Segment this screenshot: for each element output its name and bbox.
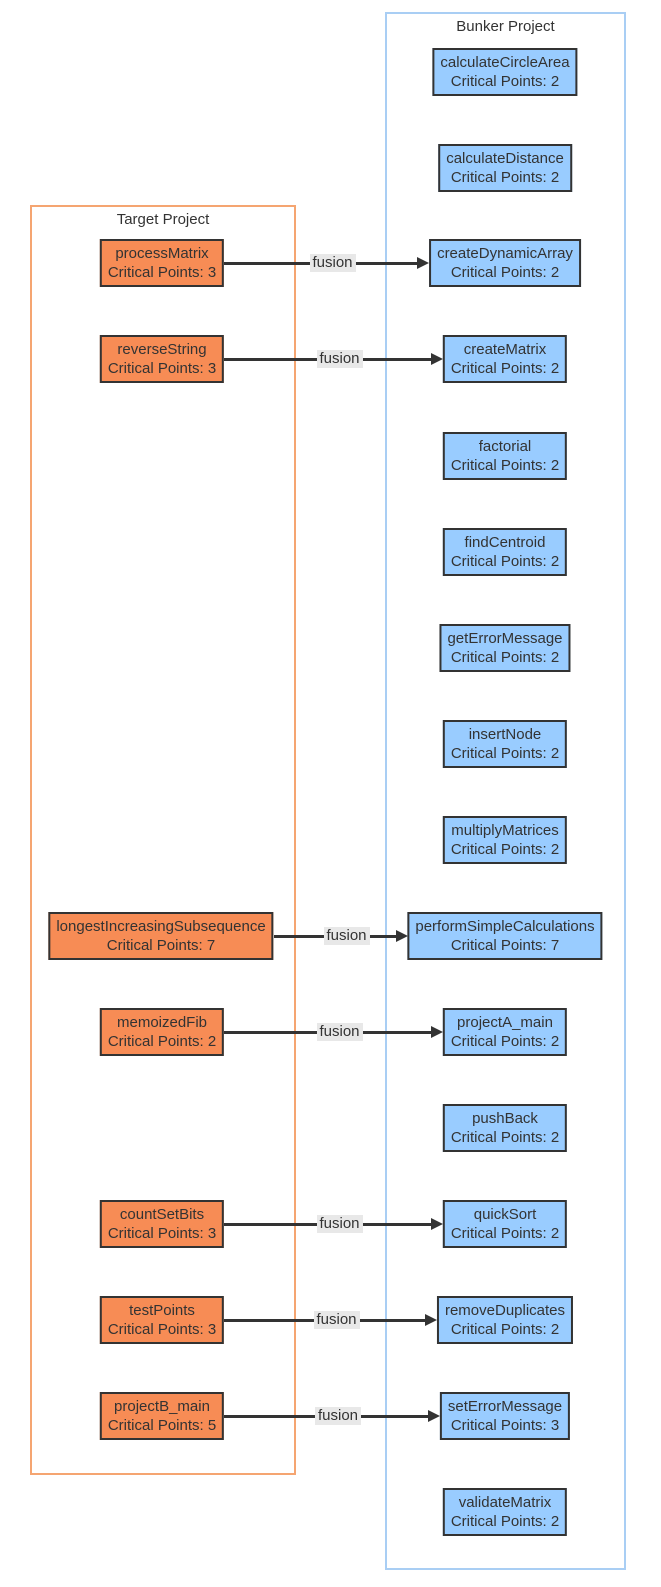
arrowhead-icon — [428, 1410, 440, 1422]
node-subtitle: Critical Points: 2 — [450, 841, 560, 858]
node-subtitle: Critical Points: 2 — [450, 1129, 560, 1146]
node-subtitle: Critical Points: 5 — [107, 1417, 217, 1434]
node-subtitle: Critical Points: 2 — [450, 1033, 560, 1050]
node-title: calculateDistance — [446, 150, 564, 167]
node-title: insertNode — [468, 726, 542, 743]
node-subtitle: Critical Points: 2 — [450, 360, 560, 377]
node-subtitle: Critical Points: 7 — [106, 937, 216, 954]
edge-label: fusion — [316, 1215, 363, 1233]
node-title: pushBack — [472, 1110, 538, 1127]
edge-label: fusion — [316, 1023, 363, 1041]
cluster-bunker-project: Bunker Project — [385, 12, 626, 1570]
node-title: projectA_main — [457, 1014, 553, 1031]
node-title: projectB_main — [114, 1398, 210, 1415]
node-title: countSetBits — [119, 1206, 205, 1223]
edge-label: fusion — [314, 1407, 362, 1425]
node-subtitle: Critical Points: 2 — [450, 745, 560, 762]
node-subtitle: Critical Points: 2 — [450, 169, 560, 186]
arrowhead-icon — [431, 353, 443, 365]
node-subtitle: Critical Points: 3 — [450, 1417, 560, 1434]
node-title: validateMatrix — [458, 1494, 552, 1511]
arrowhead-icon — [431, 1026, 443, 1038]
node-subtitle: Critical Points: 2 — [107, 1033, 217, 1050]
node-title: reverseString — [117, 341, 207, 358]
edge-label: fusion — [313, 1311, 360, 1329]
node-subtitle: Critical Points: 2 — [450, 1225, 560, 1242]
node-subtitle: Critical Points: 2 — [450, 264, 560, 281]
node-title: multiplyMatrices — [451, 822, 559, 839]
node-subtitle: Critical Points: 2 — [450, 1513, 560, 1530]
node-title: performSimpleCalculations — [415, 918, 595, 935]
arrowhead-icon — [395, 930, 408, 942]
node-title: getErrorMessage — [447, 630, 563, 647]
node-subtitle: Critical Points: 3 — [107, 1225, 217, 1242]
node-subtitle: Critical Points: 2 — [450, 553, 560, 570]
node-subtitle: Critical Points: 3 — [107, 360, 217, 377]
node-subtitle: Critical Points: 2 — [450, 1321, 560, 1338]
arrowhead-icon — [417, 257, 429, 269]
node-title: findCentroid — [464, 534, 546, 551]
node-subtitle: Critical Points: 2 — [450, 457, 560, 474]
node-title: quickSort — [473, 1206, 537, 1223]
node-subtitle: Critical Points: 2 — [450, 649, 560, 666]
edge-label: fusion — [309, 254, 356, 272]
edge-label: fusion — [316, 350, 363, 368]
arrowhead-icon — [425, 1314, 437, 1326]
node-title: createDynamicArray — [437, 245, 573, 262]
node-title: longestIncreasingSubsequence — [56, 918, 266, 935]
node-title: factorial — [478, 438, 532, 455]
node-title: testPoints — [129, 1302, 195, 1319]
node-title: removeDuplicates — [444, 1302, 566, 1319]
node-subtitle: Critical Points: 3 — [107, 1321, 217, 1338]
arrowhead-icon — [431, 1218, 443, 1230]
node-title: createMatrix — [463, 341, 547, 358]
cluster-title-target-project: Target Project — [116, 211, 210, 228]
node-title: processMatrix — [115, 245, 209, 262]
edge-label: fusion — [323, 927, 370, 945]
cluster-target-project: Target Project — [30, 205, 296, 1475]
node-title: setErrorMessage — [447, 1398, 563, 1415]
node-subtitle: Critical Points: 7 — [450, 937, 560, 954]
node-subtitle: Critical Points: 3 — [107, 264, 217, 281]
node-title: memoizedFib — [116, 1014, 208, 1031]
cluster-title-bunker-project: Bunker Project — [456, 18, 555, 35]
node-title: calculateCircleArea — [440, 54, 570, 71]
node-subtitle: Critical Points: 2 — [450, 73, 560, 90]
